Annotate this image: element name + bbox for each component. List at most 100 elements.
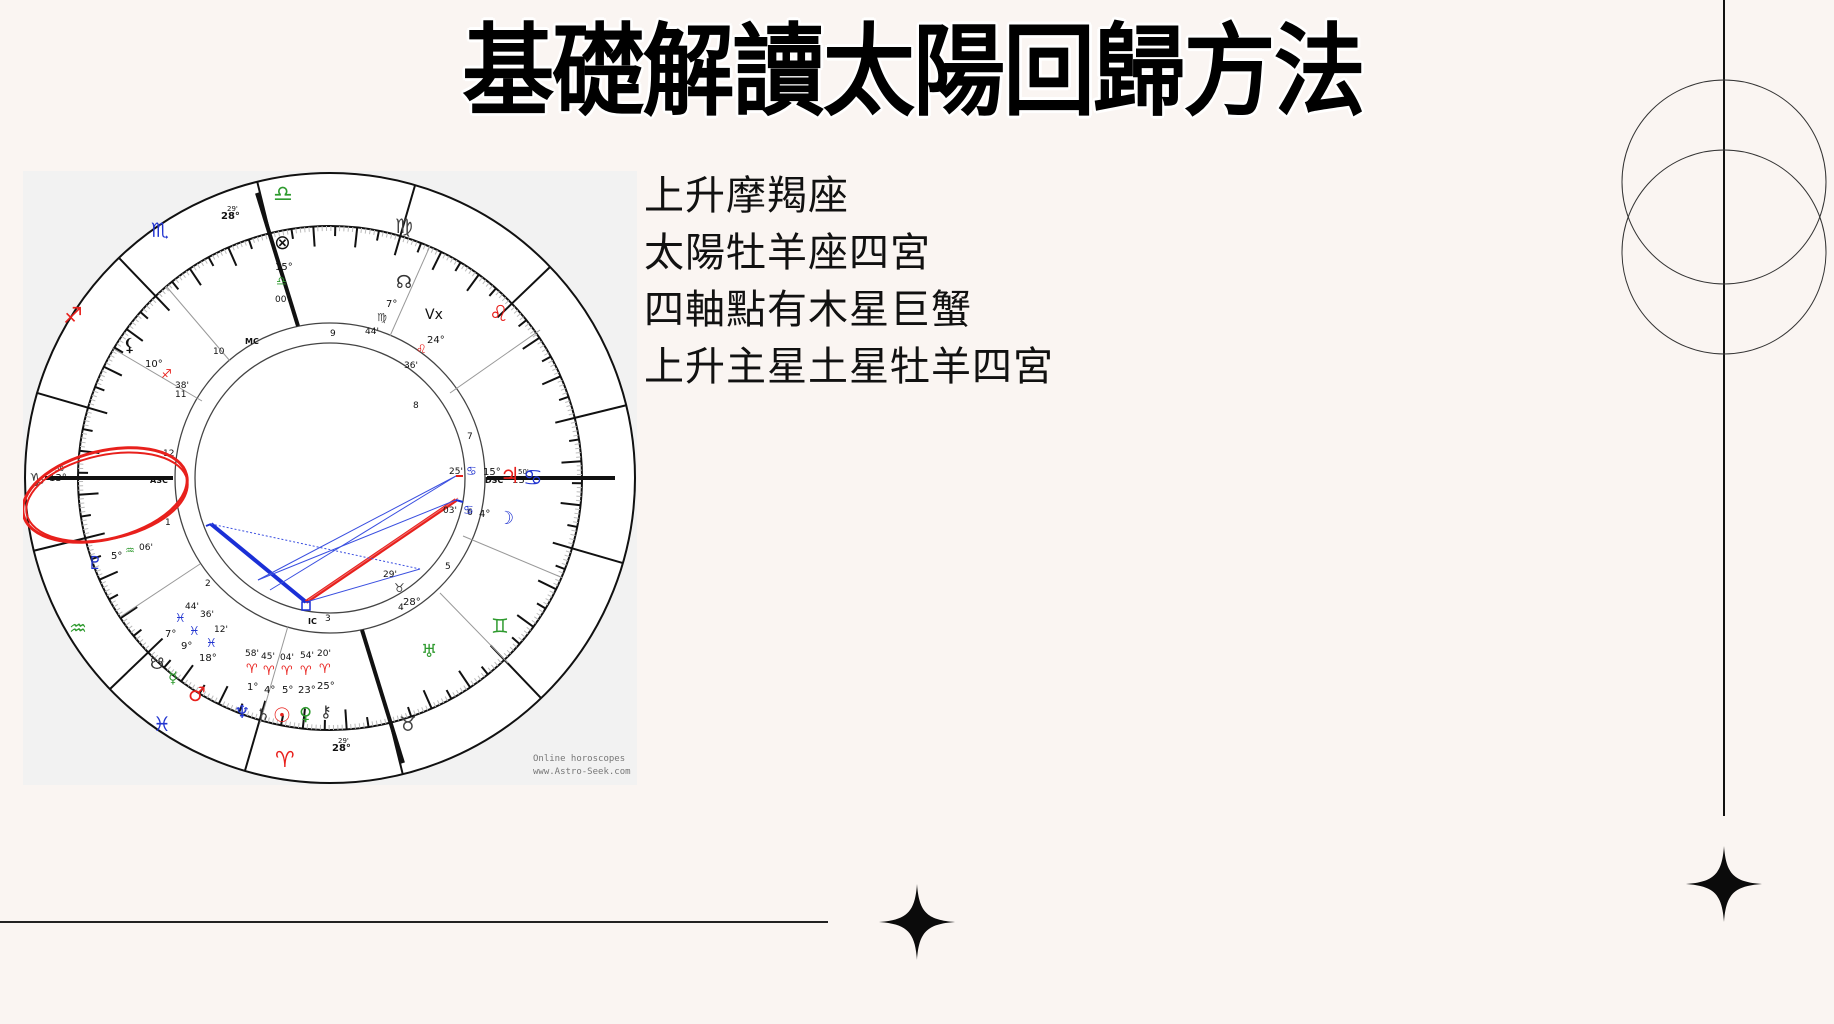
svg-text:⚸: ⚸ bbox=[123, 335, 136, 356]
svg-text:⊗: ⊗ bbox=[274, 230, 291, 254]
svg-text:1: 1 bbox=[165, 518, 171, 528]
svg-text:4: 4 bbox=[398, 603, 404, 613]
svg-text:7: 7 bbox=[467, 432, 473, 442]
note-angles: 四軸點有木星巨蟹 bbox=[644, 287, 972, 333]
note-sun: 太陽牡羊座四宮 bbox=[644, 230, 931, 276]
svg-text:♃: ♃ bbox=[500, 464, 520, 489]
svg-text:♋: ♋ bbox=[463, 503, 474, 517]
svg-text:♉: ♉ bbox=[394, 581, 405, 595]
slide-title: 基礎解讀太陽回歸方法 bbox=[462, 13, 1365, 130]
svg-text:♄: ♄ bbox=[256, 705, 270, 724]
svg-text:10: 10 bbox=[213, 347, 225, 357]
decor-horizontal-line bbox=[0, 921, 828, 923]
svg-text:⚷: ⚷ bbox=[320, 702, 332, 721]
svg-text:♎: ♎ bbox=[273, 182, 293, 207]
svg-text:♓: ♓ bbox=[206, 636, 217, 650]
svg-text:29': 29' bbox=[227, 205, 238, 213]
highlight-ellipse bbox=[23, 446, 189, 544]
astrology-chart: 12 1 2 3 4 5 6 7 8 9 10 11 ASC DSC MC IC… bbox=[23, 171, 637, 785]
svg-text:36': 36' bbox=[404, 361, 418, 371]
svg-text:06': 06' bbox=[139, 543, 153, 553]
svg-text:28°: 28° bbox=[403, 597, 421, 608]
notes-list: 上升摩羯座 太陽牡羊座四宮 四軸點有木星巨蟹 上升主星土星牡羊四宮 bbox=[644, 168, 1054, 396]
svg-text:15°: 15° bbox=[275, 262, 293, 273]
svg-text:25°: 25° bbox=[317, 681, 335, 692]
svg-text:50': 50' bbox=[518, 468, 529, 476]
svg-text:♊: ♊ bbox=[491, 614, 509, 638]
svg-text:♈: ♈ bbox=[275, 748, 295, 773]
svg-text:28°: 28° bbox=[332, 743, 351, 754]
svg-text:♈: ♈ bbox=[319, 662, 331, 677]
svg-text:IC: IC bbox=[308, 617, 317, 626]
sparkle-star-icon bbox=[879, 884, 955, 960]
svg-text:18°: 18° bbox=[199, 653, 217, 664]
svg-text:44': 44' bbox=[185, 602, 199, 612]
svg-text:54': 54' bbox=[300, 651, 314, 661]
svg-text:5: 5 bbox=[445, 562, 451, 572]
svg-text:6: 6 bbox=[467, 508, 473, 518]
svg-text:☊: ☊ bbox=[396, 272, 412, 293]
svg-text:♈: ♈ bbox=[263, 664, 275, 679]
svg-text:10°: 10° bbox=[145, 359, 163, 370]
svg-text:15°: 15° bbox=[483, 467, 501, 478]
svg-text:♀: ♀ bbox=[299, 704, 312, 725]
svg-text:04': 04' bbox=[280, 653, 294, 663]
note-ruler: 上升主星土星牡羊四宮 bbox=[644, 344, 1054, 390]
svg-text:24°: 24° bbox=[427, 335, 445, 346]
svg-text:36': 36' bbox=[200, 610, 214, 620]
note-ascendant: 上升摩羯座 bbox=[644, 173, 849, 219]
svg-text:28°: 28° bbox=[221, 211, 240, 222]
svg-text:♏: ♏ bbox=[151, 218, 169, 242]
house-outer-ring bbox=[174, 322, 486, 634]
svg-text:13°: 13° bbox=[512, 475, 530, 486]
svg-text:11: 11 bbox=[175, 390, 186, 400]
svg-text:9°: 9° bbox=[181, 641, 192, 652]
svg-text:♐: ♐ bbox=[63, 304, 83, 329]
svg-text:7°: 7° bbox=[165, 629, 176, 640]
svg-text:♉: ♉ bbox=[399, 712, 417, 736]
decor-circles bbox=[1621, 79, 1827, 355]
svg-text:13°: 13° bbox=[49, 473, 67, 484]
svg-text:29': 29' bbox=[383, 570, 397, 580]
svg-text:1°: 1° bbox=[247, 682, 258, 693]
svg-text:♒: ♒ bbox=[69, 616, 87, 640]
svg-text:♇: ♇ bbox=[87, 553, 103, 574]
svg-text:♍: ♍ bbox=[395, 214, 413, 238]
outer-ring bbox=[24, 172, 636, 784]
svg-text:45': 45' bbox=[261, 652, 275, 662]
ic-line bbox=[360, 629, 405, 764]
svg-text:♒: ♒ bbox=[125, 544, 135, 557]
svg-text:♂: ♂ bbox=[188, 682, 206, 706]
house-inner-ring bbox=[194, 342, 466, 614]
svg-text:Vx: Vx bbox=[425, 307, 443, 323]
svg-text:00': 00' bbox=[275, 295, 289, 305]
sparkle-star-icon bbox=[1686, 846, 1762, 922]
decor-vertical-line bbox=[1723, 0, 1725, 816]
svg-text:♈: ♈ bbox=[281, 664, 293, 679]
svg-text:3: 3 bbox=[325, 614, 331, 624]
svg-text:2: 2 bbox=[205, 579, 211, 589]
svg-text:44': 44' bbox=[365, 327, 379, 337]
svg-text:5°: 5° bbox=[111, 551, 122, 562]
svg-text:♌: ♌ bbox=[416, 342, 427, 356]
svg-text:♎: ♎ bbox=[276, 274, 287, 288]
svg-text:5°: 5° bbox=[282, 685, 293, 696]
svg-text:MC: MC bbox=[245, 337, 259, 346]
svg-text:38': 38' bbox=[175, 381, 189, 391]
svg-text:♋: ♋ bbox=[523, 466, 543, 491]
svg-text:♈: ♈ bbox=[300, 664, 312, 679]
svg-text:♅: ♅ bbox=[421, 641, 437, 662]
svg-text:♐: ♐ bbox=[161, 367, 172, 381]
mc-line bbox=[255, 192, 300, 327]
svg-text:03': 03' bbox=[443, 506, 457, 516]
svg-text:7°: 7° bbox=[386, 299, 397, 310]
svg-text:♌: ♌ bbox=[489, 302, 509, 327]
svg-text:4°: 4° bbox=[479, 509, 490, 520]
chart-credit: Online horoscopes www.Astro-Seek.com bbox=[533, 754, 631, 777]
aspect-lines bbox=[205, 475, 464, 611]
chart-wheel: 12 1 2 3 4 5 6 7 8 9 10 11 ASC DSC MC IC… bbox=[23, 172, 636, 784]
svg-text:20': 20' bbox=[317, 649, 331, 659]
svg-text:☽: ☽ bbox=[498, 508, 514, 529]
svg-text:♋: ♋ bbox=[466, 464, 477, 478]
svg-text:♓: ♓ bbox=[175, 611, 186, 625]
